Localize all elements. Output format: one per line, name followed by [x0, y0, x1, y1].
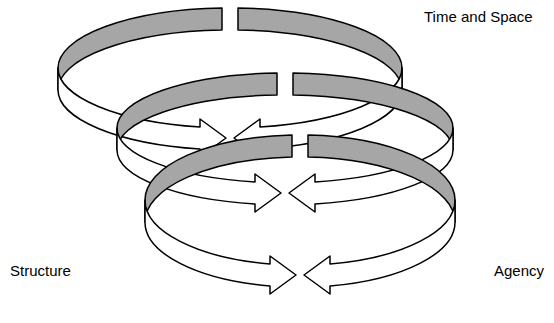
ring-inner: [145, 135, 292, 222]
ring-inner: [58, 8, 222, 90]
ring-bottom: [145, 135, 455, 294]
ring-inner: [308, 135, 455, 222]
axis-label: Time and Space: [424, 8, 533, 26]
axis-label: Agency: [494, 262, 544, 280]
ring-arrow: [145, 200, 296, 294]
ring-arrow: [304, 200, 455, 294]
axis-label: Structure: [10, 262, 71, 280]
